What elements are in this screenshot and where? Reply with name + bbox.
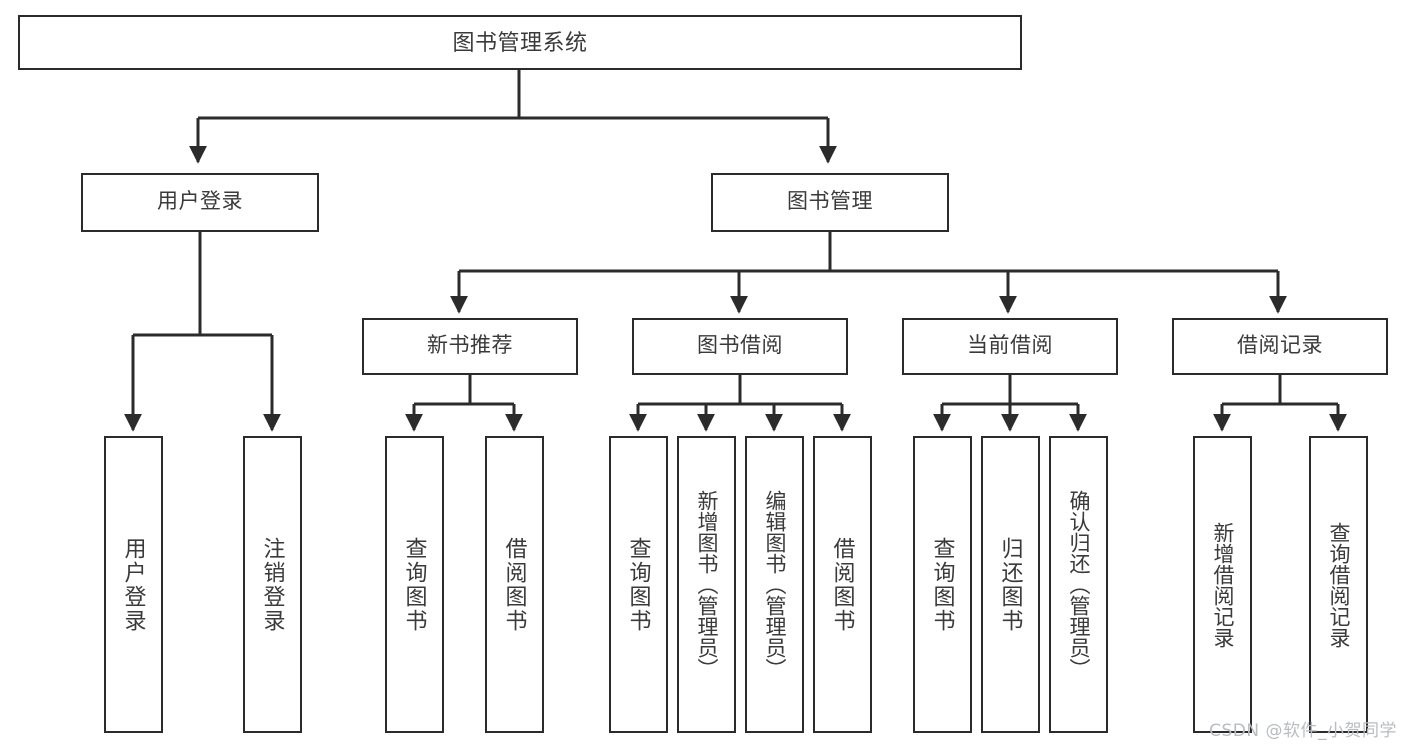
node-root-label: 图书管理系统 <box>452 29 588 55</box>
node-book-manage[interactable]: 图书管理 <box>711 173 949 232</box>
node-book-borrow-label: 图书借阅 <box>697 334 783 358</box>
node-leaf-current-query-book[interactable]: 查询图书 <box>913 436 972 733</box>
node-leaf-borrow-add-book[interactable]: 新增图书（管理员） <box>677 436 736 733</box>
node-leaf-recommend-borrow-book[interactable]: 借阅图书 <box>485 436 544 733</box>
node-new-book-recommend-label: 新书推荐 <box>427 334 513 358</box>
node-root[interactable]: 图书管理系统 <box>18 15 1022 70</box>
csdn-watermark: CSDN @软件_小贺同学 <box>1209 721 1397 741</box>
node-leaf-recommend-borrow-book-label: 借阅图书 <box>502 536 528 633</box>
node-current-borrow-label: 当前借阅 <box>967 334 1053 358</box>
node-book-manage-label: 图书管理 <box>787 190 873 214</box>
node-leaf-current-confirm-return[interactable]: 确认归还（管理员） <box>1049 436 1108 733</box>
node-leaf-borrow-edit-book-label: 编辑图书（管理员） <box>763 490 786 679</box>
node-leaf-current-query-book-label: 查询图书 <box>930 536 956 633</box>
node-leaf-borrow-borrow-book-label: 借阅图书 <box>830 536 856 633</box>
node-leaf-record-query[interactable]: 查询借阅记录 <box>1309 436 1368 733</box>
node-leaf-record-add[interactable]: 新增借阅记录 <box>1193 436 1252 733</box>
node-borrow-record-label: 借阅记录 <box>1237 334 1323 358</box>
node-leaf-logout[interactable]: 注销登录 <box>243 436 302 733</box>
node-leaf-current-return-book-label: 归还图书 <box>998 536 1024 633</box>
node-leaf-borrow-query-book[interactable]: 查询图书 <box>609 436 668 733</box>
node-user-login[interactable]: 用户登录 <box>81 173 319 232</box>
node-leaf-user-login-label: 用户登录 <box>121 536 147 633</box>
node-leaf-borrow-borrow-book[interactable]: 借阅图书 <box>813 436 872 733</box>
node-user-login-label: 用户登录 <box>157 190 243 214</box>
node-leaf-borrow-query-book-label: 查询图书 <box>626 536 652 633</box>
node-leaf-record-query-label: 查询借阅记录 <box>1327 521 1350 648</box>
node-leaf-borrow-edit-book[interactable]: 编辑图书（管理员） <box>745 436 804 733</box>
node-current-borrow[interactable]: 当前借阅 <box>902 318 1118 375</box>
node-leaf-user-login[interactable]: 用户登录 <box>104 436 163 733</box>
node-new-book-recommend[interactable]: 新书推荐 <box>362 318 578 375</box>
node-leaf-recommend-query-book-label: 查询图书 <box>402 536 428 633</box>
node-leaf-logout-label: 注销登录 <box>260 536 286 633</box>
node-leaf-current-confirm-return-label: 确认归还（管理员） <box>1067 490 1090 679</box>
node-borrow-record[interactable]: 借阅记录 <box>1172 318 1388 375</box>
node-leaf-recommend-query-book[interactable]: 查询图书 <box>385 436 444 733</box>
node-leaf-borrow-add-book-label: 新增图书（管理员） <box>695 490 718 679</box>
node-book-borrow[interactable]: 图书借阅 <box>632 318 848 375</box>
node-leaf-record-add-label: 新增借阅记录 <box>1211 521 1234 648</box>
node-leaf-current-return-book[interactable]: 归还图书 <box>981 436 1040 733</box>
